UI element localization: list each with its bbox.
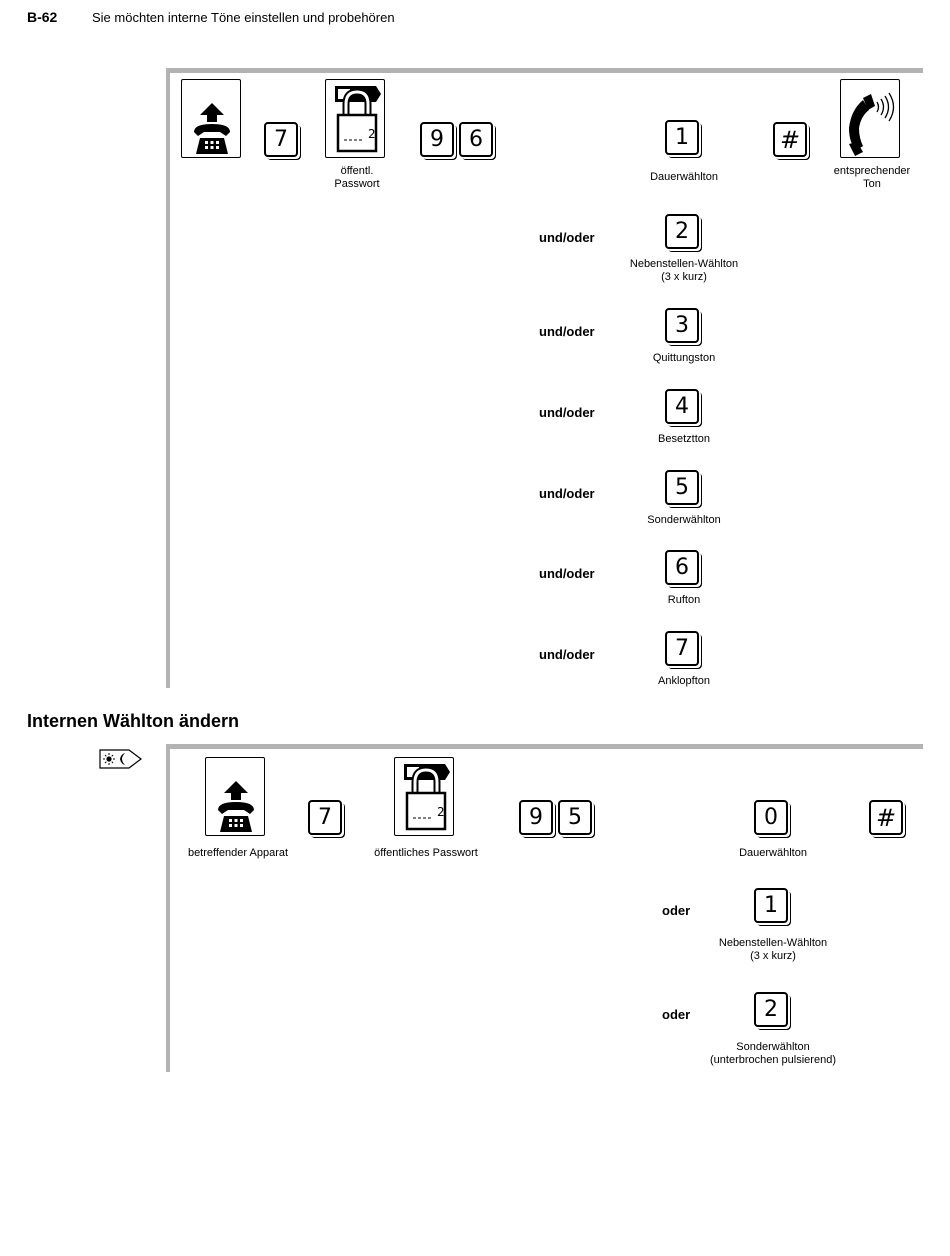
section-title: Internen Wählton ändern [27,711,240,731]
password-caption: öffentl. Passwort [334,165,379,191]
ringing-handset-icon [840,79,900,158]
key-hash: # [869,800,903,835]
panel2-left-bar [166,744,170,1072]
option-label: Dauerwählton [650,171,718,184]
password-caption-line2: Passwort [334,178,380,190]
tone-caption: entsprechender Ton [834,165,910,191]
lock-password-icon: 2 [325,79,385,158]
password-caption-line1: öffentl. [340,165,374,177]
key-5: 5 [558,800,592,835]
tone-caption-line1: entsprechender [833,165,911,177]
option-label-line1: Dauerwählton [739,847,807,859]
key-7: 7 [308,800,342,835]
option-label-line1: Rufton [667,594,701,606]
option-label-line2: (3 x kurz) [750,950,796,962]
option-label: Anklopfton [658,675,710,688]
option-label-line1: Anklopfton [658,675,710,687]
connector-und-oder: und/oder [539,566,595,581]
password-caption: öffentliches Passwort [374,847,478,859]
handset-lift-icon [181,79,241,158]
day-night-icon [99,749,143,774]
option-label-line1: Nebenstellen-Wählton [629,258,739,270]
panel2-top-bar [166,744,923,749]
option-label: Besetztton [658,433,710,446]
option-key-1: 1 [754,888,788,923]
option-key-7: 7 [665,631,699,666]
key-hash: # [773,122,807,157]
option-label-line1: Dauerwählton [650,171,718,183]
panel1-left-bar [166,68,170,688]
option-label: Rufton [668,594,700,607]
option-key-5: 5 [665,470,699,505]
option-label: Quittungston [653,352,715,365]
key-9: 9 [420,122,454,157]
option-label-line2: (3 x kurz) [661,271,707,283]
option-label: Dauerwählton [739,847,807,860]
key-6: 6 [459,122,493,157]
tone-caption-line2: Ton [863,178,881,190]
panel1-top-bar [166,68,923,73]
handset-lift-icon [205,757,265,836]
phone-caption: betreffender Apparat [187,847,289,859]
option-label: Sonderwählton (unterbrochen pulsierend) [710,1041,836,1067]
option-label: Nebenstellen-Wählton (3 x kurz) [630,258,738,284]
page-number: B-62 [27,9,58,25]
option-label-line1: Nebenstellen-Wählton [718,937,828,949]
option-label: Nebenstellen-Wählton (3 x kurz) [719,937,827,963]
option-key-0: 0 [754,800,788,835]
option-key-1: 1 [665,120,699,155]
connector-und-oder: und/oder [539,486,595,501]
option-key-2: 2 [665,214,699,249]
option-key-3: 3 [665,308,699,343]
option-label-line1: Sonderwählton [647,514,721,526]
lock-password-icon: 2 [394,757,454,836]
lock-digit: 2 [368,127,376,141]
option-label-line1: Besetztton [658,433,710,445]
page-heading: Sie möchten interne Töne einstellen und … [92,10,395,25]
connector-und-oder: und/oder [539,230,595,245]
option-label-line1: Quittungston [652,352,716,364]
option-key-4: 4 [665,389,699,424]
connector-oder: oder [662,1007,691,1022]
option-label-line1: Sonderwählton [736,1041,810,1053]
option-label: Sonderwählton [647,514,720,527]
connector-und-oder: und/oder [539,647,595,662]
connector-oder: oder [662,903,691,918]
key-7: 7 [264,122,298,157]
option-key-6: 6 [665,550,699,585]
key-9: 9 [519,800,553,835]
option-label-line2: (unterbrochen pulsierend) [710,1054,836,1066]
lock-digit: 2 [437,805,445,819]
connector-und-oder: und/oder [539,405,595,420]
connector-und-oder: und/oder [539,324,595,339]
option-key-2: 2 [754,992,788,1027]
